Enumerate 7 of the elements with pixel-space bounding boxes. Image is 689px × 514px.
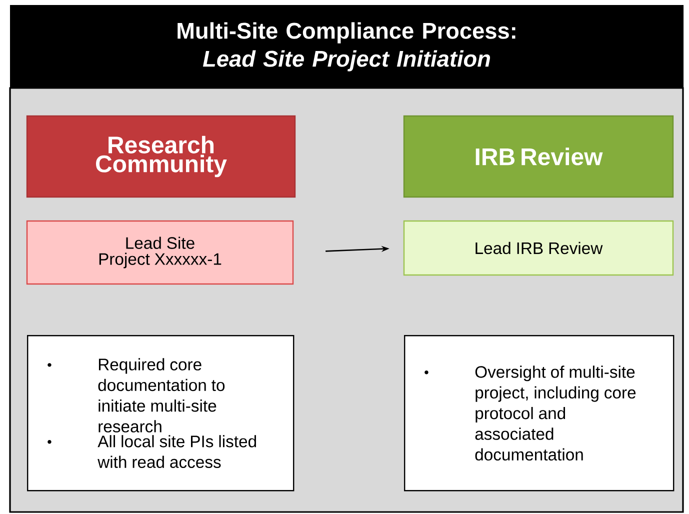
title-banner: Multi-Site Compliance Process: Lead Site Project Initiation bbox=[10, 5, 684, 89]
bullet-list-box: Oversight of multi-site project, including core protocol and associated documentation bbox=[404, 334, 674, 492]
process-box: Lead Site Project Xxxxxx-1 bbox=[26, 220, 294, 285]
process-box: Lead IRB Review bbox=[403, 220, 674, 276]
lane-header-box: IRB Review bbox=[403, 115, 674, 198]
lane-header-box: Research Community bbox=[26, 115, 296, 198]
bullet-list-box: Required core documentation to initiate multi-site research All local site PIs listed with read access bbox=[27, 334, 294, 492]
